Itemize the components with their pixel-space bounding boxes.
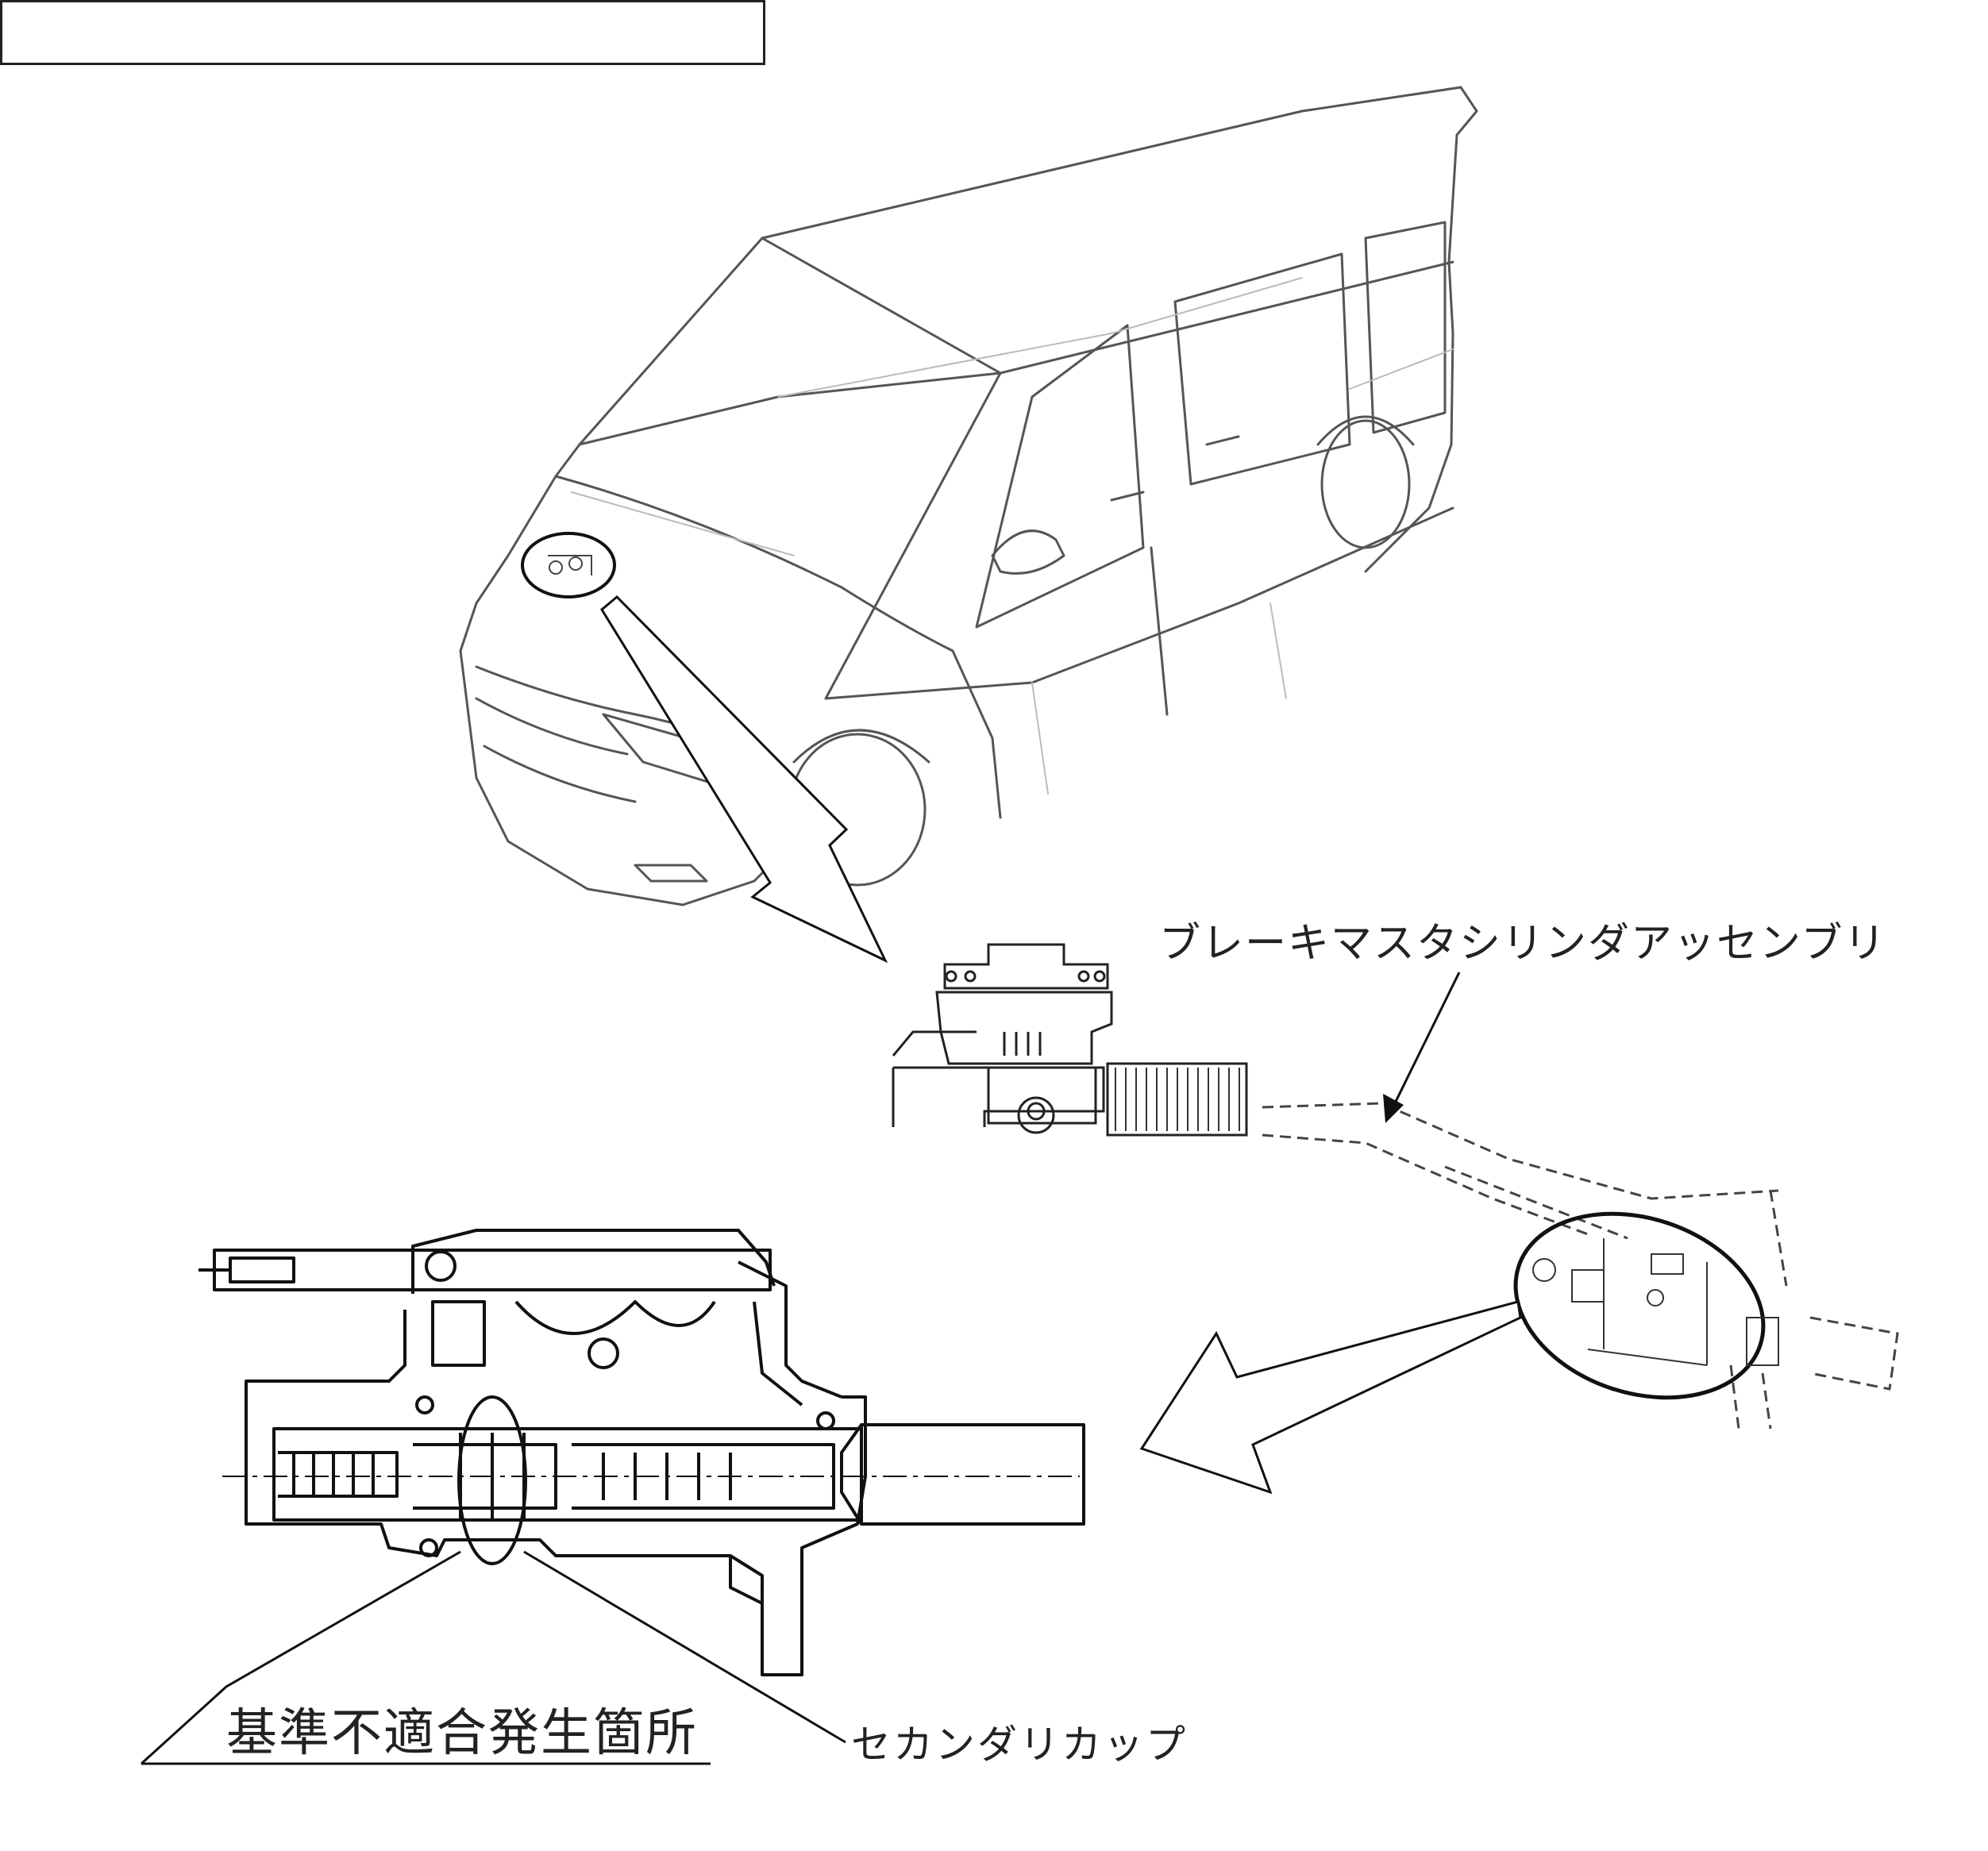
callout-arrow-section [1139,1300,1522,1495]
vehicle-highlight-ellipse [521,532,616,598]
secondary-cup-label: セカンダリカップ [851,1722,1188,1768]
leader-lines [140,1550,846,1765]
vehicle-illustration [459,86,1478,906]
master-cylinder-cross-section [198,1229,1085,1676]
master-cylinder-side-view [892,943,1248,1137]
booster-ribs [1115,1068,1240,1131]
vehicle-highlight-detail [548,555,592,575]
secondary-cup-ellipse [457,1395,527,1565]
defect-location-label: 基準不適合発生箇所 [226,1704,698,1763]
part-name-label: ブレーキマスタシリンダアッセンブリ [1159,920,1887,968]
callout-arrow-vehicle [600,595,888,964]
master-cylinder-highlight-ellipse [1513,1211,1766,1400]
phantom-lines [1262,1102,1899,1430]
label-pointer-arrow [1383,972,1461,1123]
part-name-box [0,0,765,65]
highlight-ellipse-detail [1532,1238,1779,1366]
